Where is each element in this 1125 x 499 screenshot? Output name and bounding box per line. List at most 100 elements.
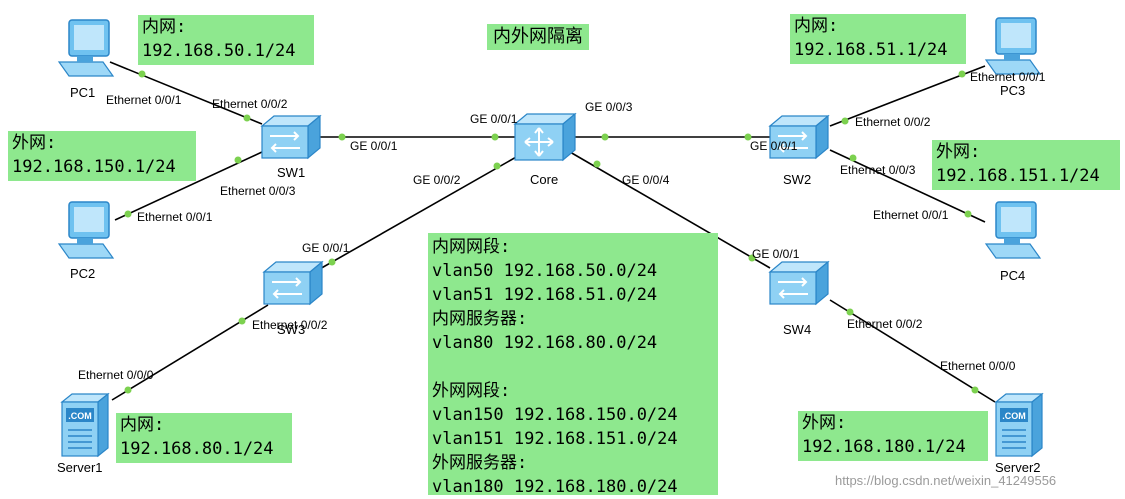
- pc-icon[interactable]: [55, 18, 119, 82]
- port-dot: [138, 70, 146, 78]
- port-dot: [234, 156, 242, 164]
- vlan-line: vlan80 192.168.80.0/24: [432, 333, 658, 353]
- device-label-pc3: PC3: [1000, 83, 1026, 98]
- device-label-sw2: SW2: [783, 172, 812, 187]
- address-box-server1: 内网: 192.168.80.1/24: [116, 413, 292, 463]
- address-box-pc2: 外网: 192.168.150.1/24: [8, 131, 196, 181]
- device-label-sw1: SW1: [277, 165, 306, 180]
- box-address: 192.168.180.1/24: [802, 437, 966, 457]
- port-label: Ethernet 0/0/2: [847, 317, 923, 331]
- address-box-pc4: 外网: 192.168.151.1/24: [932, 140, 1120, 190]
- port-label: GE 0/0/1: [470, 112, 518, 126]
- port-dot: [841, 117, 849, 125]
- port-label: Ethernet 0/0/3: [840, 163, 916, 177]
- port-label: Ethernet 0/0/2: [855, 115, 931, 129]
- port-dot: [601, 133, 609, 141]
- port-label: Ethernet 0/0/1: [106, 93, 182, 107]
- pc-icon[interactable]: [982, 200, 1046, 264]
- port-dot: [238, 317, 246, 325]
- vlan-line: [432, 355, 714, 379]
- box-address: 192.168.151.1/24: [936, 166, 1100, 186]
- svg-text:.COM: .COM: [1002, 411, 1026, 421]
- port-label: Ethernet 0/0/0: [940, 359, 1016, 373]
- box-address: 192.168.150.1/24: [12, 157, 176, 177]
- port-dot: [124, 386, 132, 394]
- vlan-line: vlan51 192.168.51.0/24: [432, 285, 658, 305]
- vlan-line: 内网网段:: [432, 237, 511, 257]
- port-dot: [849, 154, 857, 162]
- svg-text:.COM: .COM: [68, 411, 92, 421]
- box-heading: 内网:: [142, 17, 187, 37]
- device-label-pc1: PC1: [70, 85, 96, 100]
- port-dot: [958, 70, 966, 78]
- address-box-pc1: 内网: 192.168.50.1/24: [138, 15, 314, 65]
- port-dot: [748, 254, 756, 262]
- switch-icon[interactable]: [768, 112, 830, 162]
- link-pc1-sw1: [109, 61, 263, 125]
- box-heading: 外网:: [936, 142, 981, 162]
- box-address: 192.168.50.1/24: [142, 41, 296, 61]
- port-dot: [846, 308, 854, 316]
- vlan-line: 外网网段:: [432, 381, 511, 401]
- vlan-line: vlan50 192.168.50.0/24: [432, 261, 658, 281]
- pc-icon[interactable]: [982, 16, 1046, 80]
- server-icon[interactable]: .COM: [58, 392, 110, 458]
- box-address: 192.168.80.1/24: [120, 439, 274, 459]
- device-label-server2: Server2: [995, 460, 1041, 475]
- port-label: Ethernet 0/0/1: [873, 208, 949, 222]
- port-label: GE 0/0/4: [622, 173, 670, 187]
- port-label: GE 0/0/1: [302, 241, 350, 255]
- switch-icon[interactable]: [262, 258, 324, 308]
- port-dot: [338, 133, 346, 141]
- vlan-line: vlan180 192.168.180.0/24: [432, 477, 678, 497]
- device-label-core: Core: [530, 172, 559, 187]
- link-core-sw4: [569, 151, 771, 269]
- switch-icon[interactable]: [768, 258, 830, 308]
- port-dot: [964, 210, 972, 218]
- link-core-sw3: [317, 151, 526, 271]
- server-icon[interactable]: .COM: [992, 392, 1044, 458]
- box-heading: 内网:: [794, 16, 839, 36]
- box-heading: 外网:: [802, 413, 847, 433]
- port-label: GE 0/0/3: [585, 100, 633, 114]
- vlan-summary-box: 内网网段: vlan50 192.168.50.0/24 vlan51 192.…: [428, 233, 718, 497]
- port-dot: [593, 160, 601, 168]
- address-box-pc3: 内网: 192.168.51.1/24: [790, 14, 966, 64]
- port-dot: [328, 258, 336, 266]
- device-label-server1: Server1: [57, 460, 103, 475]
- address-box-server2: 外网: 192.168.180.1/24: [798, 411, 988, 461]
- device-label-pc4: PC4: [1000, 268, 1026, 283]
- port-label: Ethernet 0/0/1: [970, 70, 1046, 84]
- port-label: GE 0/0/1: [752, 247, 800, 261]
- port-dot: [124, 210, 132, 218]
- link-sw4-server2: [829, 299, 996, 403]
- port-label: GE 0/0/1: [350, 139, 398, 153]
- port-label: Ethernet 0/0/3: [220, 184, 296, 198]
- vlan-line: vlan151 192.168.151.0/24: [432, 429, 678, 449]
- port-dot: [493, 162, 501, 170]
- port-dot: [971, 386, 979, 394]
- box-heading: 内网:: [120, 415, 165, 435]
- vlan-line: 外网服务器:: [432, 453, 528, 473]
- vlan-line: 内网服务器:: [432, 309, 528, 329]
- link-pc4-sw2: [829, 149, 986, 223]
- box-address: 192.168.51.1/24: [794, 40, 948, 60]
- core-switch-icon[interactable]: [513, 110, 577, 164]
- box-heading: 外网:: [12, 133, 57, 153]
- port-label: Ethernet 0/0/2: [212, 97, 288, 111]
- watermark: https://blog.csdn.net/weixin_41249556: [835, 473, 1057, 488]
- device-label-sw4: SW4: [783, 322, 812, 337]
- port-label: Ethernet 0/0/1: [137, 210, 213, 224]
- switch-icon[interactable]: [260, 112, 322, 162]
- device-label-pc2: PC2: [70, 266, 96, 281]
- port-label: Ethernet 0/0/0: [78, 368, 154, 382]
- device-label-sw3: SW3: [277, 322, 306, 337]
- diagram-title: 内外网隔离: [487, 24, 589, 50]
- port-label: GE 0/0/2: [413, 173, 461, 187]
- pc-icon[interactable]: [55, 200, 119, 264]
- port-label: Ethernet 0/0/2: [252, 318, 328, 332]
- port-label: GE 0/0/1: [750, 139, 798, 153]
- port-dot: [243, 114, 251, 122]
